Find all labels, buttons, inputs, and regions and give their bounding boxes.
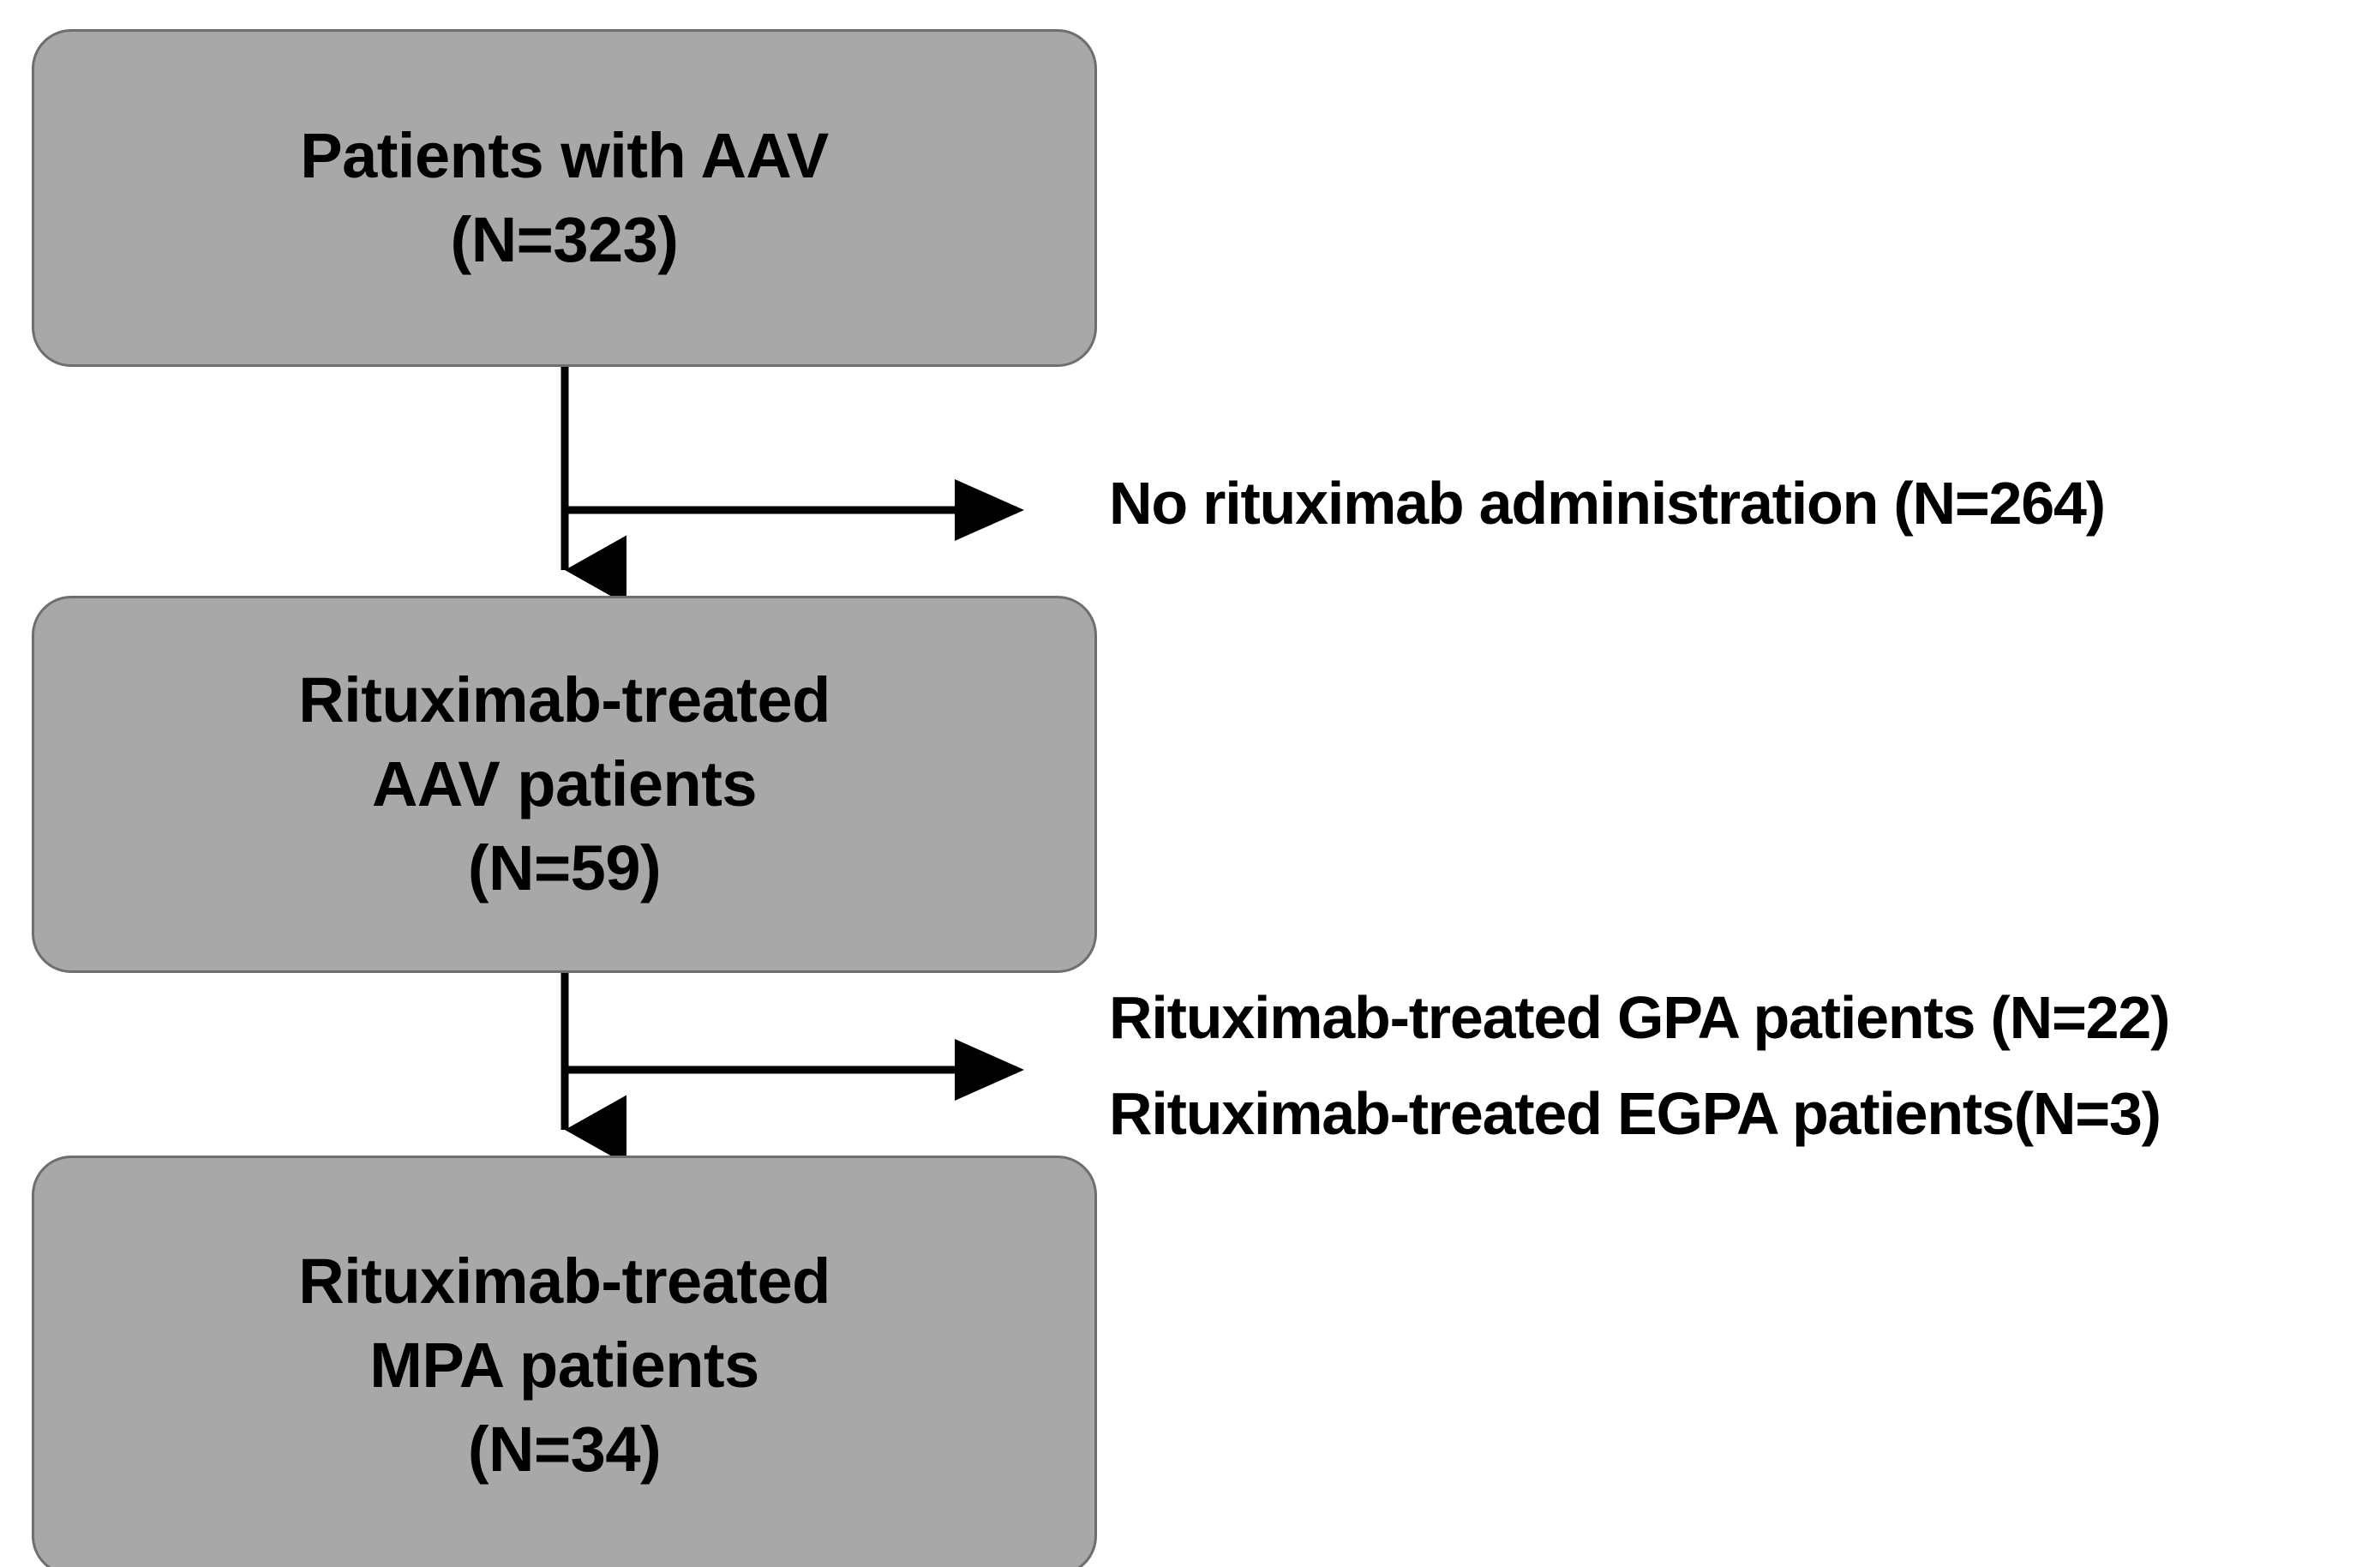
exclusion-label-no-rituximab: No rituximab administration (N=264)	[1109, 470, 2106, 537]
flow-box-count: (N=323)	[450, 204, 679, 275]
flow-box-rituximab-treated-aav-patients: Rituximab-treated AAV patients (N=59)	[32, 596, 1097, 973]
exclusion-label-rituximab-treated-egpa: Rituximab-treated EGPA patients(N=3)	[1109, 1080, 2161, 1147]
flow-box-line: Patients with AAV	[300, 120, 829, 192]
exclusion-label-rituximab-treated-gpa: Rituximab-treated GPA patients (N=22)	[1109, 984, 2170, 1051]
connector-aav-to-rituximab-aav	[561, 367, 1024, 605]
flow-box-patients-with-aav: Patients with AAV (N=323)	[32, 29, 1097, 367]
flow-box-line: AAV patients	[371, 748, 758, 820]
flow-box-rituximab-treated-mpa-patients: Rituximab-treated MPA patients (N=34)	[32, 1156, 1097, 1567]
flow-box-count: (N=59)	[467, 832, 662, 904]
flow-box-line: MPA patients	[369, 1330, 759, 1402]
flow-box-line: Rituximab-treated	[298, 1246, 830, 1318]
flow-box-line: Rituximab-treated	[298, 664, 830, 736]
connector-rituximab-aav-to-rituximab-mpa	[561, 973, 1024, 1165]
flow-box-count: (N=34)	[467, 1413, 662, 1485]
